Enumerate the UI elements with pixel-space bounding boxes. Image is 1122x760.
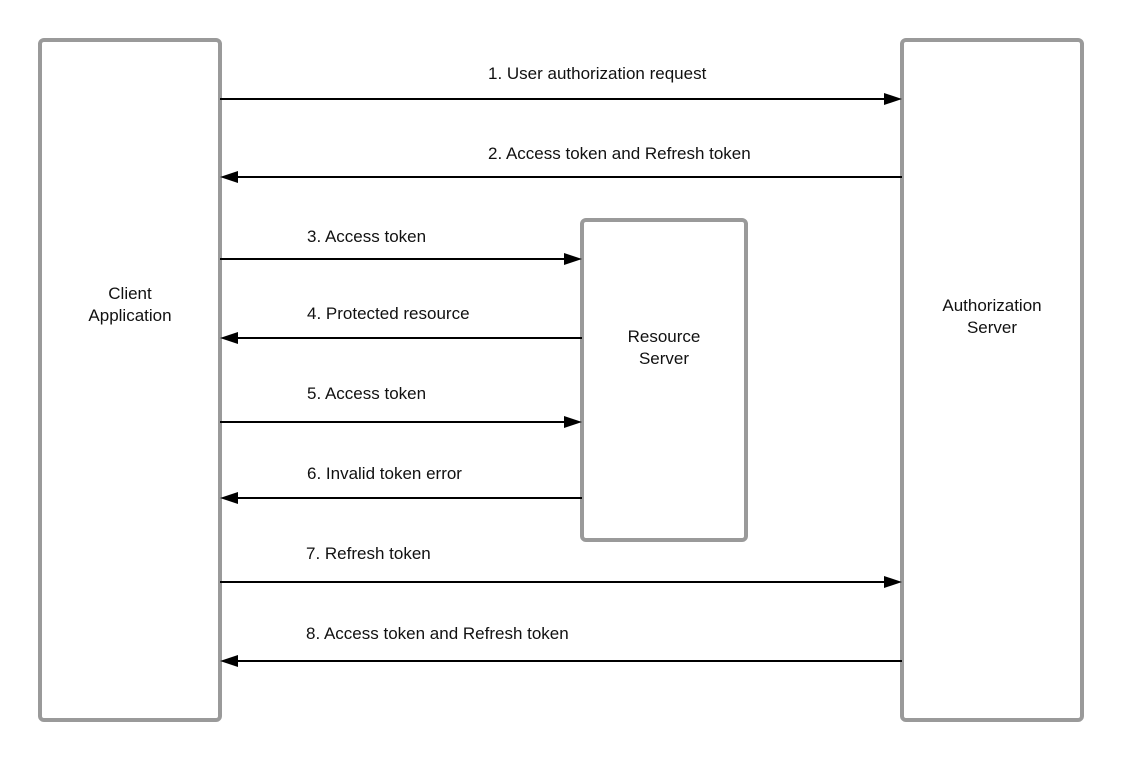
message-1-label: 1. User authorization request (488, 64, 707, 83)
authorization-server-box: Authorization Server (900, 38, 1084, 722)
message-6-label: 6. Invalid token error (307, 464, 462, 483)
message-4-label: 4. Protected resource (307, 304, 470, 323)
message-6-arrowhead (220, 492, 238, 504)
message-4-arrowhead (220, 332, 238, 344)
message-7: 7. Refresh token (220, 544, 902, 588)
client-label-line2: Application (88, 306, 171, 325)
auth-label-line2: Server (967, 318, 1017, 337)
auth-label-line1: Authorization (942, 296, 1041, 315)
client-application-rect (38, 38, 222, 722)
message-6: 6. Invalid token error (220, 464, 582, 504)
client-label-line1: Client (108, 284, 152, 303)
message-2-arrowhead (220, 171, 238, 183)
resource-server-rect (580, 218, 748, 542)
message-5-arrowhead (564, 416, 582, 428)
message-4: 4. Protected resource (220, 304, 582, 344)
message-7-label: 7. Refresh token (306, 544, 431, 563)
message-1-arrowhead (884, 93, 902, 105)
message-3: 3. Access token (220, 227, 582, 265)
message-2: 2. Access token and Refresh token (220, 144, 902, 183)
resource-label-line1: Resource (628, 327, 701, 346)
message-8-arrowhead (220, 655, 238, 667)
message-5: 5. Access token (220, 384, 582, 428)
message-2-label: 2. Access token and Refresh token (488, 144, 751, 163)
message-7-arrowhead (884, 576, 902, 588)
client-application-box: Client Application (38, 38, 222, 722)
resource-label-line2: Server (639, 349, 689, 368)
resource-server-box: Resource Server (580, 218, 748, 542)
message-1: 1. User authorization request (220, 64, 902, 105)
message-3-label: 3. Access token (307, 227, 426, 246)
message-5-label: 5. Access token (307, 384, 426, 403)
authorization-server-rect (900, 38, 1084, 722)
message-8-label: 8. Access token and Refresh token (306, 624, 569, 643)
message-3-arrowhead (564, 253, 582, 265)
message-8: 8. Access token and Refresh token (220, 624, 902, 667)
